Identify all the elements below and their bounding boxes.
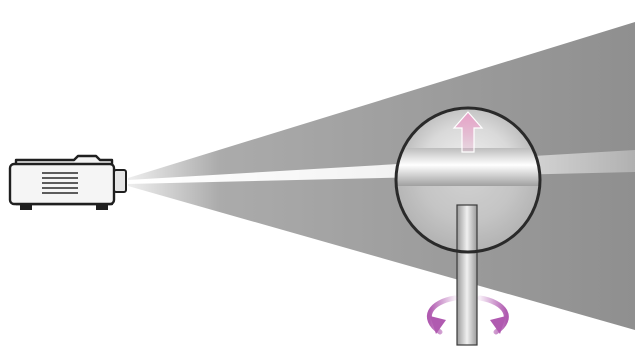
rotate-arrows-icon <box>426 295 509 335</box>
arrow-up-icon <box>452 111 484 153</box>
light-beam <box>128 22 635 330</box>
projector-icon <box>8 154 127 210</box>
